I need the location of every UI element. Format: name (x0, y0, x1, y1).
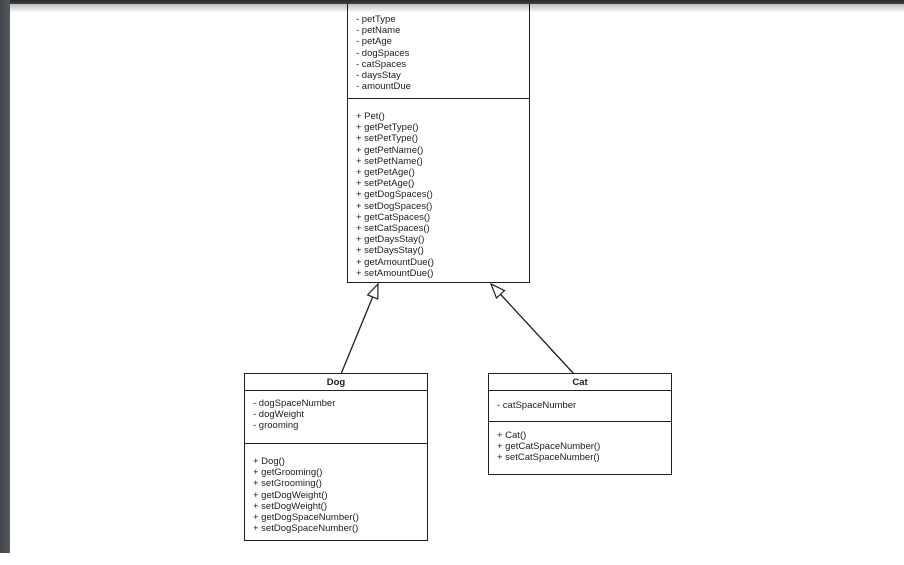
inheritance-arrow-dog-to-parent (340, 284, 378, 375)
class-cat-methods: + Cat()+ getCatSpaceNumber()+ setCatSpac… (489, 421, 671, 464)
uml-member: + setPetAge() (356, 178, 415, 190)
class-dog-methods: + Dog()+ getGrooming()+ setGrooming()+ g… (245, 443, 427, 534)
uml-member: + getPetName() (356, 144, 424, 156)
uml-member: + setDogSpaces() (356, 200, 433, 212)
class-dog[interactable]: Dog - dogSpaceNumber- dogWeight- groomin… (244, 373, 428, 541)
inheritance-arrow-cat-to-parent (491, 284, 575, 375)
uml-member: - petName (356, 25, 401, 37)
uml-member: + Pet() (356, 111, 385, 122)
uml-member: + setAmountDue() (356, 267, 434, 279)
uml-member: - dogSpaceNumber (253, 398, 336, 409)
uml-member: + getDogSpaces() (356, 189, 433, 201)
uml-member: - daysStay (356, 70, 401, 82)
uml-member: - petType (356, 14, 396, 25)
window-left-edge (0, 0, 10, 553)
uml-member: + Dog() (253, 456, 285, 467)
uml-member: + getDogSpaceNumber() (253, 512, 359, 524)
uml-member: + setPetType() (356, 133, 419, 145)
uml-member: - dogWeight (253, 409, 305, 421)
uml-member: + getPetType() (356, 122, 419, 134)
class-cat[interactable]: Cat - catSpaceNumber + Cat()+ getCatSpac… (488, 373, 672, 475)
uml-member: + setDaysStay() (356, 245, 424, 257)
uml-member: + setGrooming() (253, 478, 322, 490)
uml-member: + setCatSpaces() (356, 223, 430, 235)
uml-member: + getCatSpaces() (356, 211, 431, 223)
uml-member: + Cat() (497, 430, 527, 441)
window-top-edge (0, 0, 904, 4)
class-parent-methods: + Pet()+ getPetType()+ setPetType()+ get… (348, 98, 529, 279)
class-parent[interactable]: - petType- petName- petAge- dogSpaces- c… (347, 0, 530, 283)
uml-member: - catSpaceNumber (497, 400, 577, 411)
class-dog-attributes: - dogSpaceNumber- dogWeight- grooming (245, 391, 427, 443)
class-cat-attributes: - catSpaceNumber (489, 391, 671, 421)
uml-member: - grooming (253, 420, 299, 432)
uml-member: + getDogWeight() (253, 489, 328, 501)
uml-member: + getGrooming() (253, 467, 323, 479)
uml-member: + getPetAge() (356, 167, 415, 179)
uml-member: + setCatSpaceNumber() (497, 452, 600, 464)
uml-member: + setDogWeight() (253, 500, 328, 512)
class-cat-title: Cat (489, 374, 671, 391)
class-parent-attributes: - petType- petName- petAge- dogSpaces- c… (348, 0, 529, 98)
class-dog-title: Dog (245, 374, 427, 391)
uml-member: + setPetName() (356, 155, 423, 167)
uml-member: + getAmountDue() (356, 256, 434, 268)
uml-member: - amountDue (356, 81, 411, 93)
uml-member: + getDaysStay() (356, 234, 425, 246)
uml-member: + getCatSpaceNumber() (497, 441, 601, 453)
uml-member: + setDogSpaceNumber() (253, 523, 359, 535)
uml-member: - petAge (356, 36, 392, 48)
uml-member: - dogSpaces (356, 47, 410, 59)
uml-member: - catSpaces (356, 58, 407, 70)
